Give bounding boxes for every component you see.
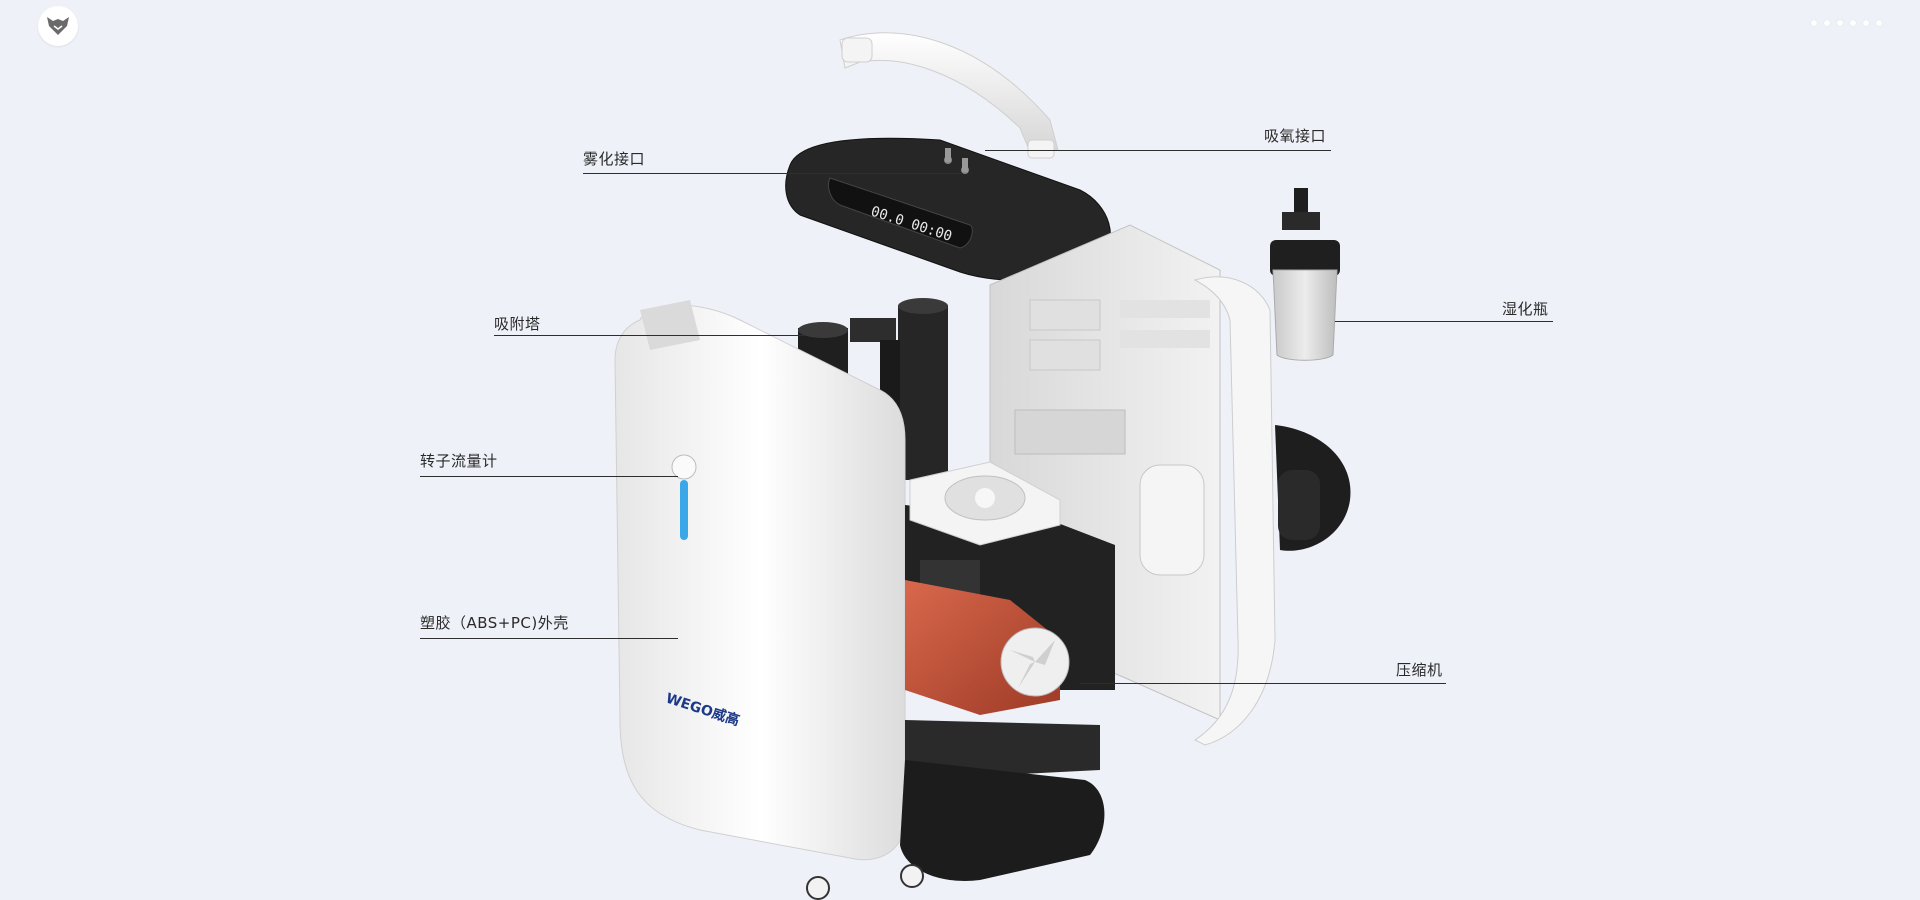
pagination-dot[interactable]: [1876, 20, 1882, 26]
cooling-fan: [909, 461, 1061, 546]
callout-oxygen-port: 吸氧接口: [1264, 127, 1327, 145]
right-shell-panel: [1193, 276, 1276, 746]
pagination-dot[interactable]: [1824, 20, 1830, 26]
callout-line-compressor: [1080, 683, 1446, 684]
callout-plastic-shell: 塑胶（ABS+PC)外壳: [420, 614, 569, 632]
callout-compressor: 压缩机: [1396, 661, 1443, 679]
callout-nebulizer-port: 雾化接口: [583, 150, 646, 168]
slide-pagination: [1811, 20, 1882, 26]
callout-line-adsorption-tower: [494, 335, 804, 336]
callout-line-plastic-shell: [420, 638, 678, 639]
flowmeter-tube: [680, 480, 688, 540]
callout-line-rotor-flowmeter: [420, 476, 678, 477]
callout-line-nebulizer-port: [583, 173, 963, 174]
front-shell: WEGO威高: [614, 300, 906, 861]
pagination-dot[interactable]: [1850, 20, 1856, 26]
callout-rotor-flowmeter: 转子流量计: [420, 452, 498, 470]
callout-humidifier-bottle: 湿化瓶: [1502, 300, 1549, 318]
callout-line-humidifier-bottle: [1335, 321, 1553, 322]
humidifier-bottle: [1270, 188, 1340, 361]
back-filter-module: [1275, 425, 1351, 551]
flowmeter-knob: [671, 454, 697, 480]
pagination-dot[interactable]: [1811, 20, 1817, 26]
pagination-dot[interactable]: [1837, 20, 1843, 26]
pagination-dot[interactable]: [1863, 20, 1869, 26]
callout-line-oxygen-port: [985, 150, 1331, 151]
callout-adsorption-tower: 吸附塔: [494, 315, 541, 333]
compressor-assembly: [905, 505, 1115, 780]
carry-handle: [839, 32, 1059, 159]
base-and-casters: [806, 760, 1105, 900]
fox-logo-icon[interactable]: [38, 6, 78, 46]
